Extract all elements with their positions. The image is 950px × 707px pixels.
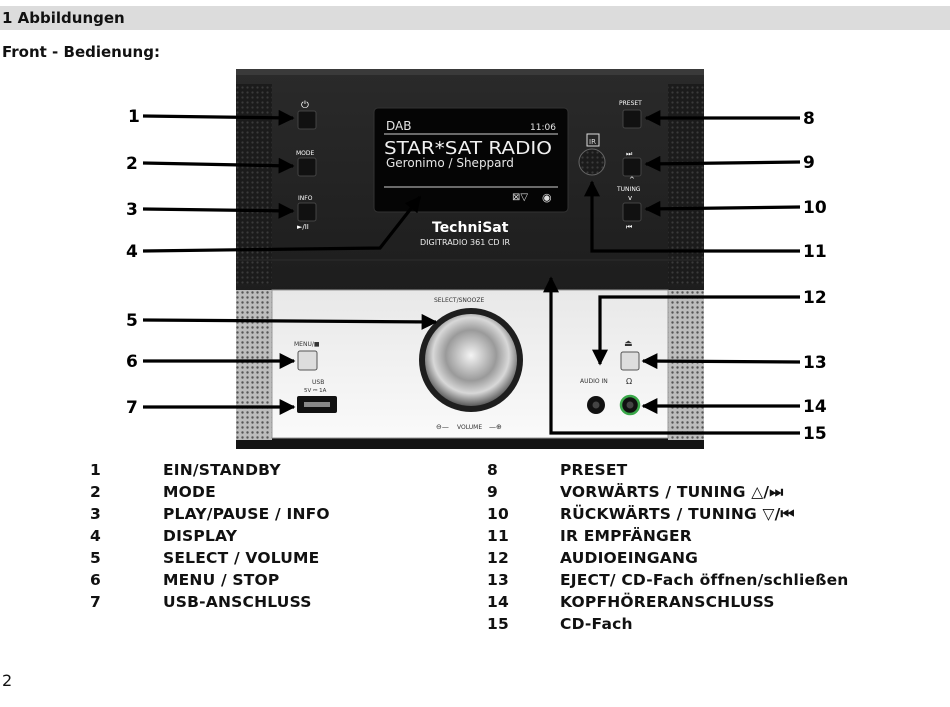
headphones-icon: Ω: [626, 377, 632, 386]
ir-label: IR: [589, 138, 596, 146]
subtitle: Front - Bedienung:: [2, 43, 160, 61]
tuning-back-button[interactable]: [622, 202, 642, 222]
display: DAB 11:06 STAR*SAT RADIO Geronimo / Shep…: [373, 107, 569, 213]
tuning-forward-button[interactable]: [622, 157, 642, 177]
legend-label: KOPFHÖRERANSCHLUSS: [560, 593, 775, 611]
legend-number: 9: [487, 483, 498, 501]
callout-11: 11: [803, 242, 827, 262]
display-time: 11:06: [530, 123, 556, 133]
preset-button[interactable]: [622, 109, 642, 129]
callout-numbers: 1 2 3 4 5 6 7 8 9 10 11 12 13 14 15: [126, 107, 827, 444]
select-snooze-label: SELECT/SNOOZE: [434, 297, 484, 304]
legend-number: 7: [90, 593, 101, 611]
usb-spec: 5V ⎓ 1A: [304, 388, 327, 394]
signal-icon: ⊠▽: [512, 192, 528, 203]
tuning-label: TUNING: [616, 186, 641, 193]
callout-5: 5: [126, 311, 138, 331]
preset-label: PRESET: [619, 100, 642, 107]
callout-2: 2: [126, 154, 138, 174]
callout-9: 9: [803, 153, 815, 173]
legend-label: PRESET: [560, 461, 628, 479]
model-name: DIGITRADIO 361 CD IR: [420, 238, 510, 247]
legend-label: AUDIOEINGANG: [560, 549, 699, 567]
legend-label: DISPLAY: [163, 527, 238, 545]
ir-receiver: [578, 148, 606, 176]
display-band: DAB: [386, 119, 411, 133]
callout-10: 10: [803, 198, 827, 218]
section-header: 1 Abbildungen: [0, 6, 950, 30]
legend-number: 11: [487, 527, 509, 545]
callout-4: 4: [126, 242, 138, 262]
legend-number: 10: [487, 505, 509, 523]
callout-13: 13: [803, 353, 827, 373]
legend-number: 12: [487, 549, 509, 567]
wifi-icon: ◉: [542, 191, 552, 204]
volume-minus-icon: ⊖—: [436, 423, 449, 431]
legend-left: 1 EIN/STANDBY 2 MODE 3 PLAY/PAUSE / INFO 4 D…: [90, 461, 450, 621]
callout-8: 8: [803, 109, 815, 129]
legend-number: 2: [90, 483, 101, 501]
eject-icon: ⏏: [624, 339, 633, 349]
callout-7: 7: [126, 398, 138, 418]
left-controls: ⏻ MODE INFO ►/II: [296, 100, 317, 231]
legend-label: USB-ANSCHLUSS: [163, 593, 312, 611]
power-icon: ⏻: [301, 100, 309, 111]
right-controls: PRESET ⏭ ^ TUNING v ⏮ IR: [578, 100, 642, 231]
play-pause-info-button[interactable]: [297, 202, 317, 222]
prev-icon: ⏮: [626, 223, 632, 231]
legend-label: PLAY/PAUSE / INFO: [163, 505, 330, 523]
legend-number: 15: [487, 615, 509, 633]
legend-label: EJECT/ CD-Fach öffnen/schließen: [560, 571, 849, 589]
eject-button[interactable]: [620, 351, 640, 371]
callout-6: 6: [126, 352, 138, 372]
menu-stop-button[interactable]: [297, 350, 318, 371]
page-number: 2: [2, 671, 13, 690]
legend-label: CD-Fach: [560, 615, 633, 633]
legend-number: 1: [90, 461, 101, 479]
legend-label: IR EMPFÄNGER: [560, 527, 692, 545]
tuning-down-icon: v: [628, 194, 632, 202]
legend-label: SELECT / VOLUME: [163, 549, 320, 567]
usb-label: USB: [312, 379, 324, 386]
legend-right: 8 PRESET 9 VORWÄRTS / TUNING △/⏭ 10 RÜCKWÄR…: [487, 461, 947, 641]
legend-number: 13: [487, 571, 509, 589]
device-front-figure: DAB 11:06 STAR*SAT RADIO Geronimo / Shep…: [126, 69, 827, 449]
volume-label: VOLUME: [457, 424, 482, 431]
legend-number: 5: [90, 549, 101, 567]
volume-plus-icon: —⊕: [489, 423, 502, 431]
section-title: 1 Abbildungen: [2, 9, 125, 27]
next-icon: ⏭: [626, 150, 633, 158]
tuning-up-icon: ^: [629, 176, 635, 184]
menu-stop-label: MENU/■: [294, 341, 320, 348]
brand-logo: TechniSat: [432, 220, 509, 236]
legend-label: MENU / STOP: [163, 571, 280, 589]
mode-button[interactable]: [297, 157, 317, 177]
callout-14: 14: [803, 397, 827, 417]
legend-label: RÜCKWÄRTS / TUNING ▽/⏮: [560, 505, 795, 523]
legend-number: 8: [487, 461, 498, 479]
legend-number: 6: [90, 571, 101, 589]
select-volume-knob[interactable]: [425, 314, 517, 406]
legend-number: 3: [90, 505, 101, 523]
callout-3: 3: [126, 200, 138, 220]
legend-label: EIN/STANDBY: [163, 461, 281, 479]
legend-number: 14: [487, 593, 509, 611]
standby-button[interactable]: [297, 110, 317, 130]
audio-in-label: AUDIO IN: [580, 378, 608, 385]
callout-1: 1: [128, 107, 140, 127]
lower-panel: SELECT/SNOOZE ⊖— VOLUME —⊕ MENU/■ USB 5V…: [294, 297, 641, 431]
mode-label: MODE: [296, 150, 315, 157]
legend-number: 4: [90, 527, 101, 545]
callout-12: 12: [803, 288, 827, 308]
display-station: STAR*SAT RADIO: [384, 138, 552, 159]
display-artist: Geronimo / Sheppard: [386, 156, 514, 170]
legend-label: MODE: [163, 483, 216, 501]
play-pause-icon: ►/II: [297, 223, 309, 231]
ir-badge: [586, 133, 600, 147]
callout-15: 15: [803, 424, 827, 444]
callout-arrows: [142, 109, 801, 435]
legend-label: VORWÄRTS / TUNING △/⏭: [560, 483, 784, 501]
info-label: INFO: [298, 195, 313, 202]
